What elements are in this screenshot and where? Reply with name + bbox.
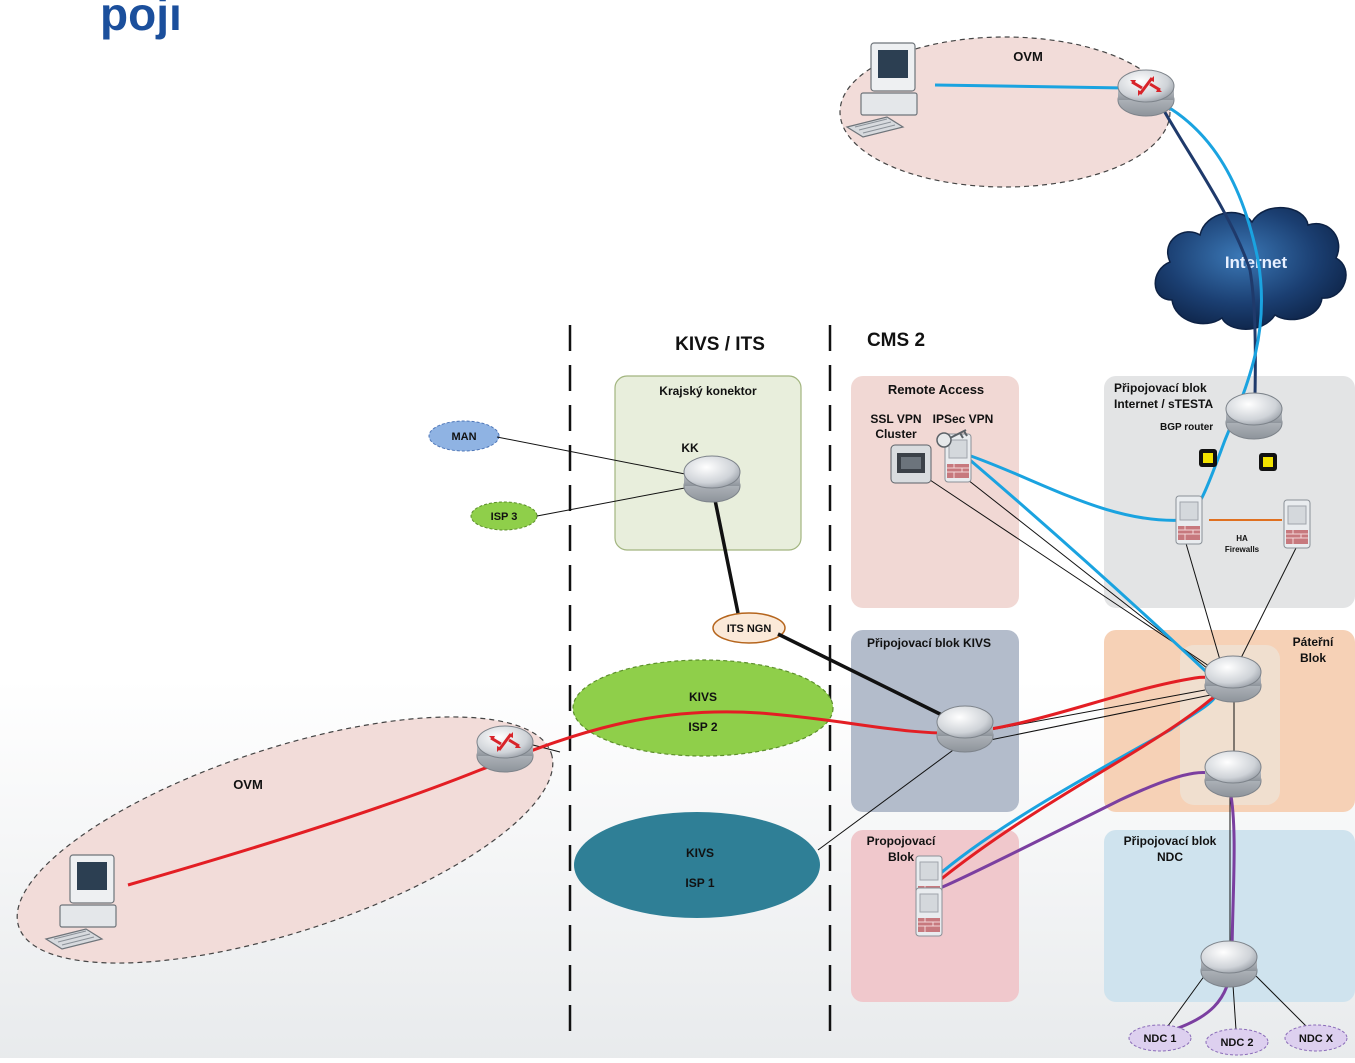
backbone-router-bottom-icon [1204, 750, 1262, 798]
left-router-icon [477, 726, 533, 772]
ha-label-line1: HA [1236, 534, 1248, 543]
kivs-router-icon [936, 705, 994, 753]
top-router-icon [1118, 70, 1174, 116]
bgp-router-label: BGP router [1160, 422, 1213, 433]
lock-right-icon [1259, 453, 1277, 471]
interconnect-line2: Blok [888, 850, 914, 864]
man-node [428, 420, 500, 452]
blue-path-ipsec [967, 453, 1186, 522]
ssl-vpn-cluster-icon [890, 444, 932, 484]
man-label: MAN [451, 431, 476, 443]
interconnect-line1: Propojovací [867, 834, 936, 848]
kivs-isp2-line1: KIVS [689, 690, 717, 704]
connections-thin [496, 436, 1311, 1031]
ndc-block-line1: Připojovací blok [1124, 834, 1217, 848]
interconnect-firewall-bottom-icon [915, 887, 943, 937]
ndc1-node [1128, 1024, 1192, 1052]
ndc-router-icon [1200, 940, 1258, 988]
ipsec-vpn-label: IPSec VPN [933, 412, 994, 426]
navy-uplink [1156, 99, 1257, 396]
left-ovm-label: OVM [233, 777, 263, 792]
kivs-connection-block [851, 630, 1019, 812]
kivs-isp2-cloud [572, 659, 834, 757]
ndc2-node [1205, 1028, 1269, 1056]
backbone-router-top-icon [1204, 655, 1262, 703]
ssl-vpn-line1: SSL VPN [870, 412, 921, 426]
ndc1-label: NDC 1 [1143, 1033, 1176, 1045]
internet-block-line1: Připojovací blok [1114, 381, 1207, 395]
ndcx-node [1284, 1024, 1348, 1052]
left-ovm-zone [16, 716, 554, 964]
ndc-block-line2: NDC [1157, 850, 1183, 864]
ndcx-label: NDC X [1299, 1033, 1334, 1045]
bgp-router-icon [1225, 392, 1283, 440]
kivs-isp1-line2: ISP 1 [685, 876, 714, 890]
krajsky-title: Krajský konektor [659, 384, 757, 398]
backbone-line2: Blok [1300, 651, 1326, 665]
its-ngn-label: ITS NGN [727, 623, 772, 635]
ssl-vpn-line2: Cluster [875, 427, 917, 441]
page-title-fragment: pojı [100, 0, 182, 40]
red-path [127, 675, 1222, 887]
connections-thick [712, 494, 949, 720]
key-icon [936, 429, 968, 448]
lock-left-icon [1199, 449, 1217, 467]
kk-label: KK [681, 441, 699, 455]
kivs-isp1-cloud [574, 812, 820, 918]
top-ovm-label: OVM [1013, 49, 1043, 64]
ha-firewall-right-icon [1283, 499, 1311, 549]
top-ovm-zone [839, 36, 1171, 188]
remote-access-title: Remote Access [888, 382, 984, 397]
kivs-isp1-line1: KIVS [686, 846, 714, 860]
column-kivs-its: KIVS / ITS [675, 334, 765, 355]
kivs-isp2-line2: ISP 2 [688, 720, 717, 734]
its-ngn-node [712, 612, 786, 644]
internet-block-line2: Internet / sTESTA [1114, 397, 1213, 411]
kivs-block-title: Připojovací blok KIVS [867, 636, 991, 650]
internet-label: Internet [1225, 253, 1288, 272]
ha-firewall-left-icon [1175, 495, 1203, 545]
ndc2-label: NDC 2 [1220, 1037, 1253, 1049]
blue-path-internet [934, 83, 1264, 522]
remote-access-block [851, 376, 1019, 608]
isp3-label: ISP 3 [491, 511, 518, 523]
column-cms2: CMS 2 [867, 330, 925, 351]
ha-label-line2: Firewalls [1225, 545, 1260, 554]
kk-router-icon [683, 455, 741, 503]
internet-connection-block [1104, 376, 1355, 608]
backbone-line1: Páteřní [1293, 635, 1334, 649]
